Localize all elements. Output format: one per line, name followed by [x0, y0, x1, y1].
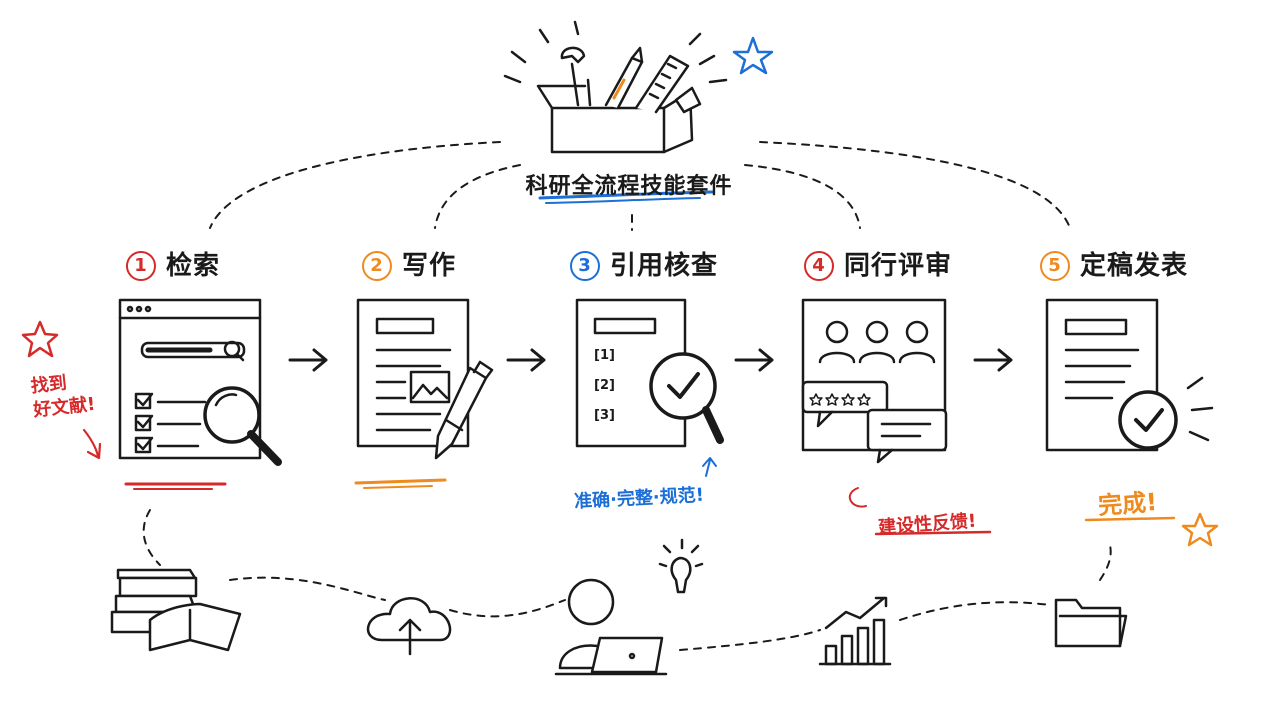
step-label: 写作 — [402, 251, 457, 281]
researcher-laptop-icon — [554, 538, 704, 676]
step-writing-title: 2 写作 — [362, 245, 456, 282]
citation-ref-3: [3] — [594, 408, 615, 423]
step-label: 检索 — [166, 251, 221, 281]
kit-title: 科研全流程技能套件 — [525, 174, 733, 199]
dashed-connector — [759, 141, 1071, 229]
step-label: 引用核查 — [610, 251, 719, 281]
curl-arrow-icon — [848, 487, 867, 508]
books-icon — [110, 568, 242, 652]
citation-ref-2: [2] — [594, 378, 615, 393]
dashed-connector — [449, 599, 566, 618]
citation-check-icon — [575, 298, 724, 448]
step-number: 4 — [804, 251, 834, 281]
dashed-connector — [434, 164, 521, 229]
dashed-connector — [142, 509, 161, 566]
note-publish: 完成! — [1097, 487, 1159, 521]
dashed-connector — [679, 629, 821, 651]
step-search-title: 1 检索 — [126, 245, 220, 282]
peer-review-icon — [801, 298, 948, 464]
step-label: 同行评审 — [844, 251, 953, 281]
dashed-connector — [899, 601, 1051, 621]
curl-arrow-icon — [82, 428, 102, 460]
step-publish-title: 5 定稿发表 — [1040, 245, 1188, 282]
star-icon — [21, 320, 59, 358]
note-search: 找到 好文献! — [29, 372, 97, 422]
final-document-icon — [1045, 298, 1214, 452]
star-icon — [732, 36, 774, 75]
dashed-connector — [744, 164, 861, 229]
citation-ref-1: [1] — [594, 348, 615, 363]
title-underline — [538, 190, 714, 200]
document-pen-icon — [356, 298, 494, 460]
star-icon — [1181, 512, 1219, 547]
step-review-title: 4 同行评审 — [804, 245, 952, 282]
step-citation-title: 3 引用核查 — [570, 245, 718, 282]
step-number: 1 — [126, 251, 156, 281]
step-label: 定稿发表 — [1080, 251, 1189, 281]
dashed-connector — [229, 576, 386, 601]
cloud-upload-icon — [366, 597, 452, 656]
folder-icon — [1054, 598, 1128, 648]
dashed-connector — [1099, 544, 1112, 581]
browser-search-icon — [118, 298, 282, 466]
step-number: 5 — [1040, 251, 1070, 281]
arrow-icon — [288, 348, 1013, 372]
growth-chart-icon — [818, 596, 892, 666]
step-number: 2 — [362, 251, 392, 281]
dashed-connector — [209, 141, 501, 229]
toolbox-icon — [503, 20, 728, 154]
step-number: 3 — [570, 251, 600, 281]
